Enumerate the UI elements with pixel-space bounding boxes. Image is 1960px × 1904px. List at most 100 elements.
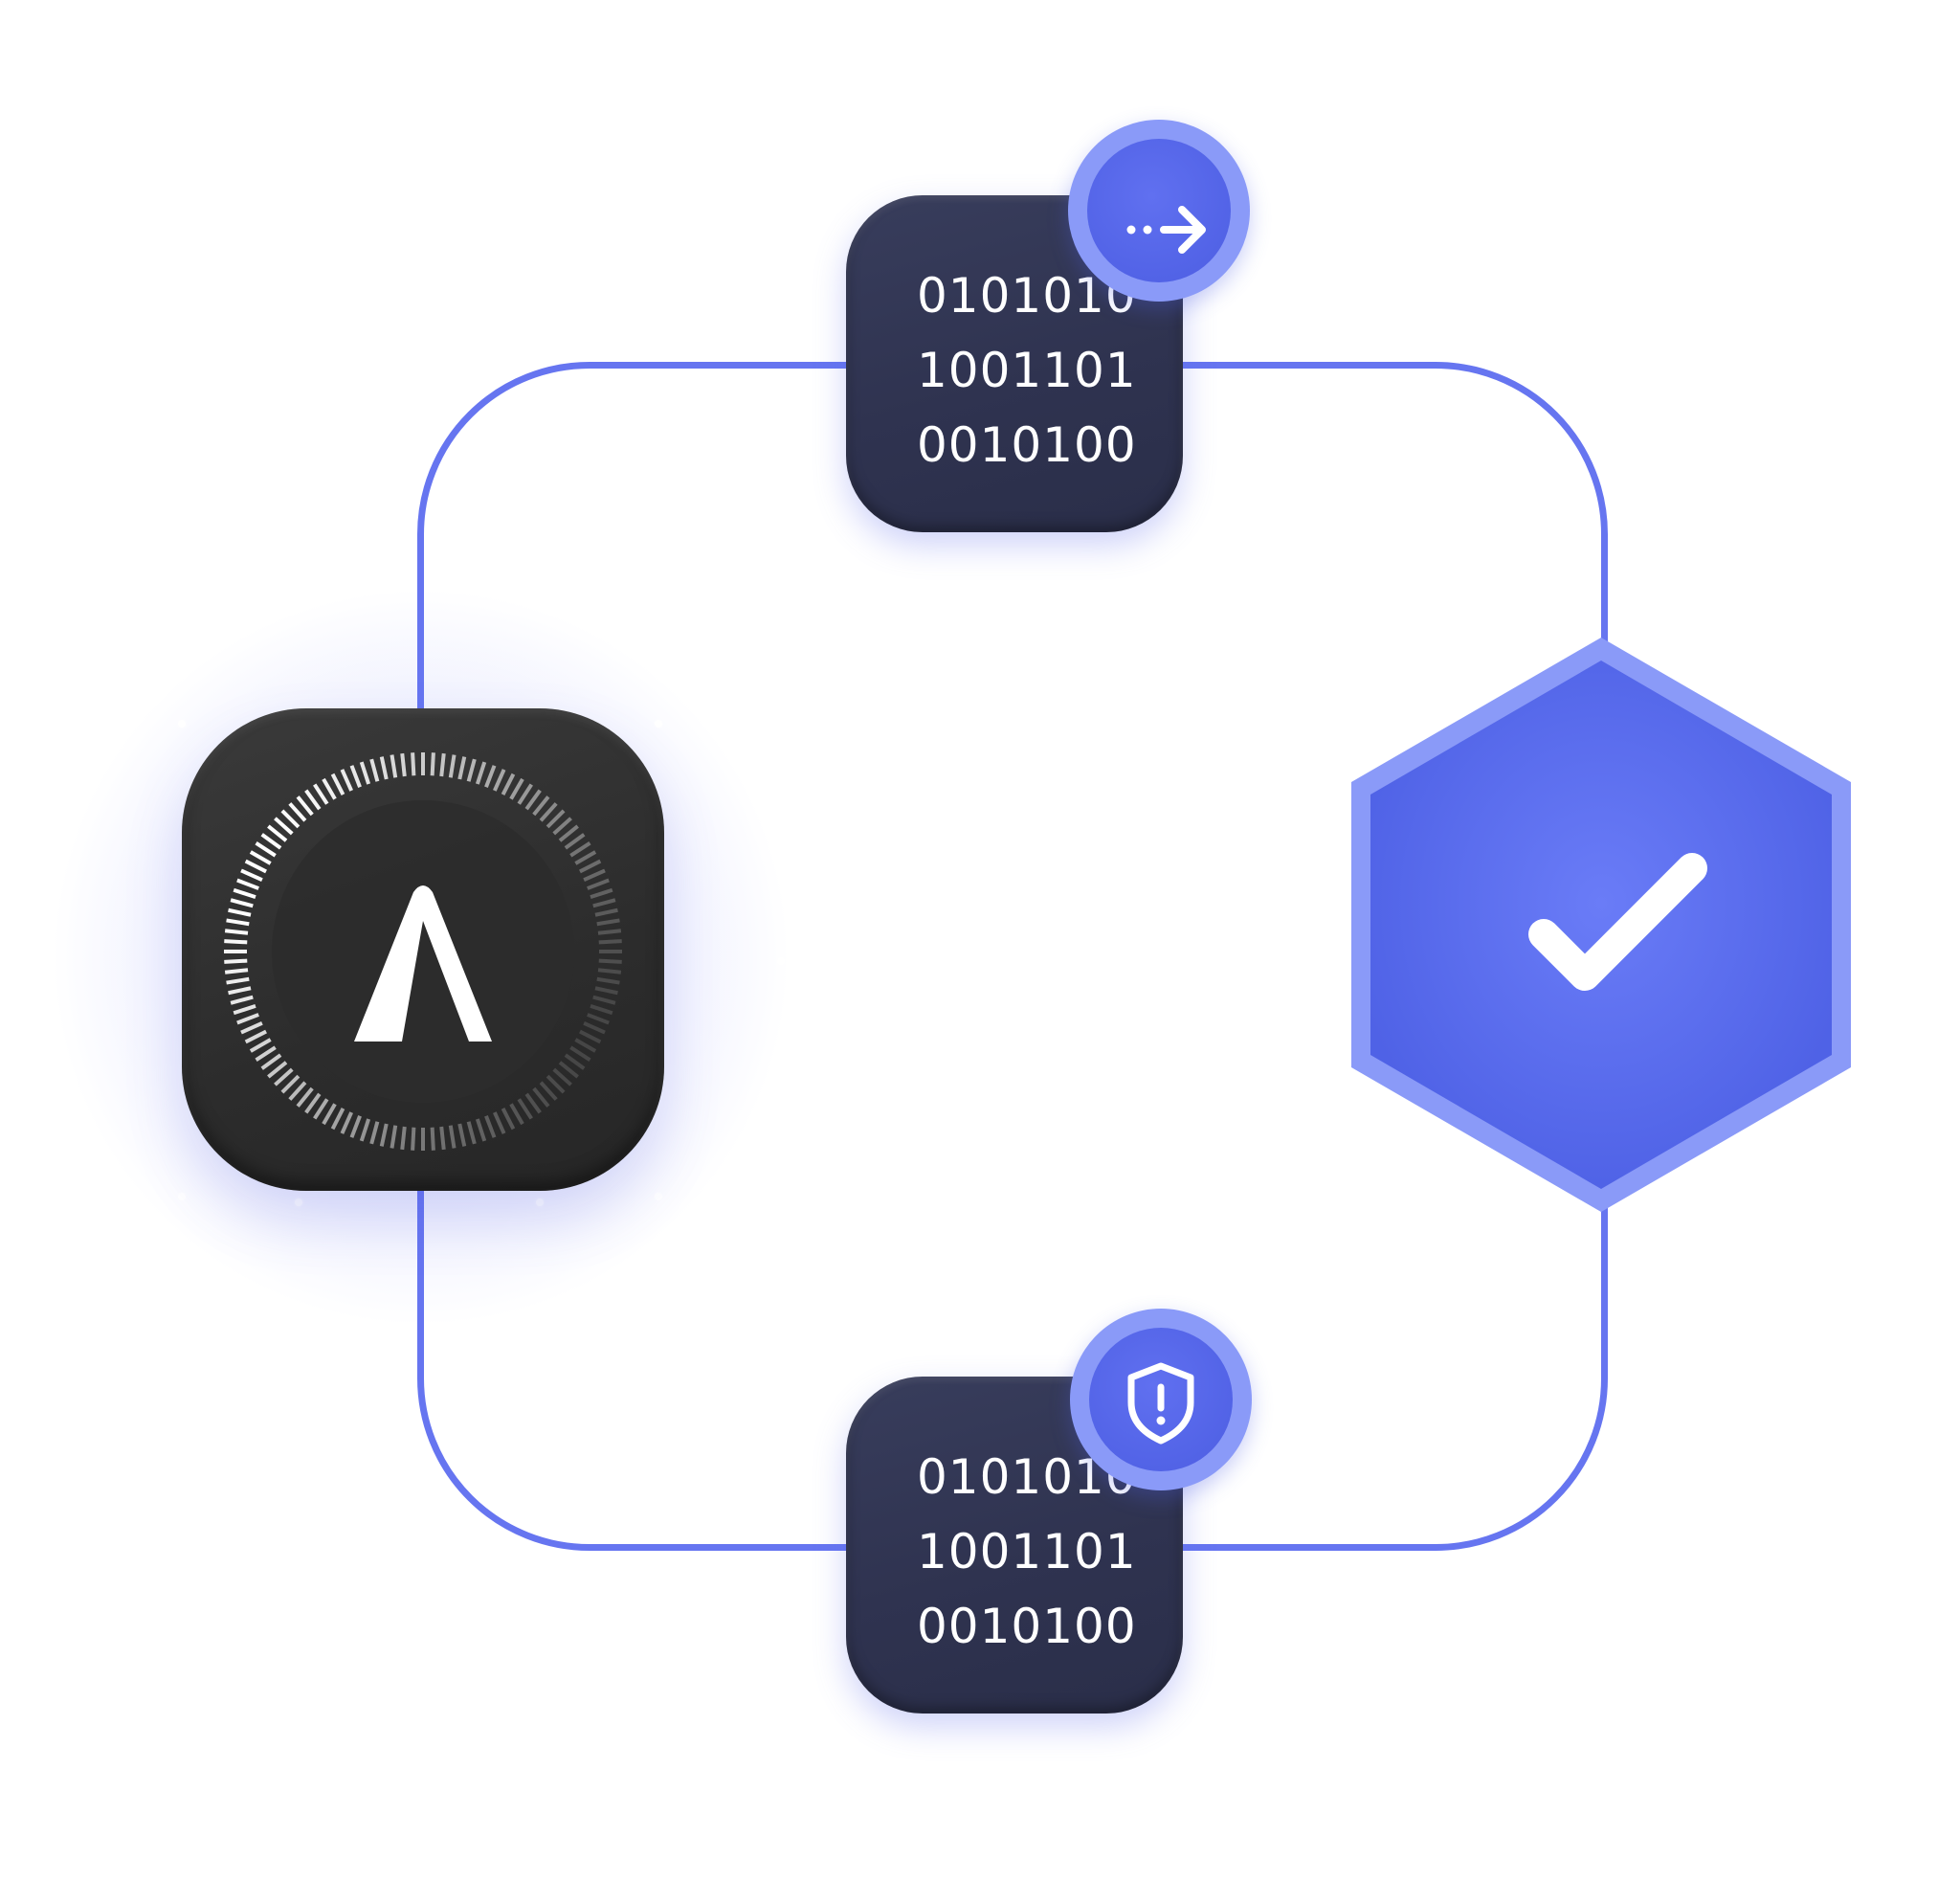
progress-tick xyxy=(524,789,542,811)
progress-tick xyxy=(439,752,446,777)
progress-tick xyxy=(228,907,252,917)
progress-tick xyxy=(532,1086,550,1108)
security-badge xyxy=(1070,1309,1252,1490)
progress-tick xyxy=(457,756,467,780)
progress-tick xyxy=(466,1121,477,1145)
progress-tick xyxy=(597,968,622,974)
progress-tick xyxy=(509,1103,524,1126)
progress-tick xyxy=(569,841,591,858)
progress-tick xyxy=(598,939,622,945)
progress-tick xyxy=(411,752,416,776)
progress-tick xyxy=(349,765,362,788)
progress-tick xyxy=(249,1038,272,1053)
progress-tick xyxy=(288,1081,307,1101)
progress-tick xyxy=(260,833,282,850)
progress-tick xyxy=(574,1038,597,1053)
progress-tick xyxy=(240,868,263,882)
progress-tick xyxy=(369,758,380,782)
progress-tick xyxy=(322,1103,337,1126)
progress-tick xyxy=(590,887,613,900)
progress-tick xyxy=(587,878,610,890)
progress-tick xyxy=(224,929,249,935)
progress-tick xyxy=(233,1003,256,1016)
progress-tick xyxy=(579,1029,602,1044)
progress-tick xyxy=(340,769,353,792)
binary-line: 0010100 xyxy=(917,417,1137,473)
progress-tick xyxy=(228,986,252,996)
progress-tick xyxy=(430,1127,435,1151)
progress-tick xyxy=(590,1003,613,1016)
progress-tick xyxy=(390,754,398,778)
progress-tick xyxy=(233,887,256,900)
progress-tick xyxy=(359,761,371,785)
progress-tick xyxy=(313,783,329,805)
progress-tick xyxy=(475,761,487,785)
progress-tick xyxy=(255,841,277,858)
progress-tick xyxy=(249,850,272,865)
progress-tick xyxy=(296,1086,314,1108)
progress-tick xyxy=(224,968,249,974)
progress-tick xyxy=(280,1074,301,1094)
progress-tick xyxy=(255,1045,277,1062)
progress-tick xyxy=(517,1098,533,1120)
sparkle xyxy=(655,720,662,728)
progress-tick xyxy=(539,1081,558,1101)
progress-tick xyxy=(597,929,622,935)
progress-tick xyxy=(288,802,307,822)
binary-text-bottom: 0101010 1001101 0010100 xyxy=(917,1440,1137,1664)
progress-tick xyxy=(236,1013,259,1025)
progress-tick xyxy=(230,995,254,1005)
progress-tick xyxy=(475,1118,487,1142)
progress-tick xyxy=(532,795,550,817)
progress-tick xyxy=(558,1061,579,1079)
progress-tick xyxy=(274,1067,294,1086)
progress-tick xyxy=(592,995,616,1005)
sparkle xyxy=(777,957,785,965)
progress-tick xyxy=(400,1126,407,1151)
progress-tick xyxy=(280,809,301,829)
lambda-icon xyxy=(354,885,492,1042)
sparkle xyxy=(536,1198,544,1206)
progress-tick xyxy=(236,878,259,890)
binary-card-top: 0101010 1001101 0010100 xyxy=(846,195,1183,532)
progress-tick xyxy=(400,752,407,777)
transfer-badge-inner xyxy=(1087,139,1231,282)
progress-tick xyxy=(304,1092,322,1114)
dotted-arrow-right-icon xyxy=(1126,206,1206,254)
progress-tick xyxy=(493,1111,506,1134)
progress-tick xyxy=(274,817,294,836)
sparkle xyxy=(178,720,186,728)
progress-tick xyxy=(583,868,606,882)
sparkle xyxy=(295,1198,302,1206)
progress-tick xyxy=(524,1092,542,1114)
progress-tick xyxy=(226,976,250,985)
progress-tick xyxy=(240,1021,263,1035)
progress-tick xyxy=(296,795,314,817)
progress-tick xyxy=(574,850,597,865)
progress-tick xyxy=(244,859,267,874)
progress-tick xyxy=(501,773,516,795)
transfer-badge xyxy=(1068,120,1250,302)
progress-tick xyxy=(230,898,254,908)
progress-tick xyxy=(546,1074,566,1094)
progress-tick xyxy=(501,1108,516,1131)
progress-tick xyxy=(267,824,288,842)
progress-tick xyxy=(330,1108,345,1131)
progress-tick xyxy=(558,824,579,842)
progress-tick xyxy=(493,769,506,792)
progress-tick xyxy=(226,918,250,927)
progress-tick xyxy=(546,809,566,829)
progress-tick xyxy=(598,958,622,964)
progress-tick xyxy=(484,765,497,788)
progress-tick xyxy=(411,1127,416,1151)
checkmark-icon xyxy=(1528,853,1707,991)
progress-tick xyxy=(244,1029,267,1044)
progress-tick xyxy=(564,1053,586,1070)
progress-tick xyxy=(379,1123,389,1147)
progress-tick xyxy=(359,1118,371,1142)
progress-tick xyxy=(340,1111,353,1134)
app-tile xyxy=(182,708,664,1191)
progress-tick xyxy=(466,758,477,782)
progress-tick xyxy=(448,754,457,778)
